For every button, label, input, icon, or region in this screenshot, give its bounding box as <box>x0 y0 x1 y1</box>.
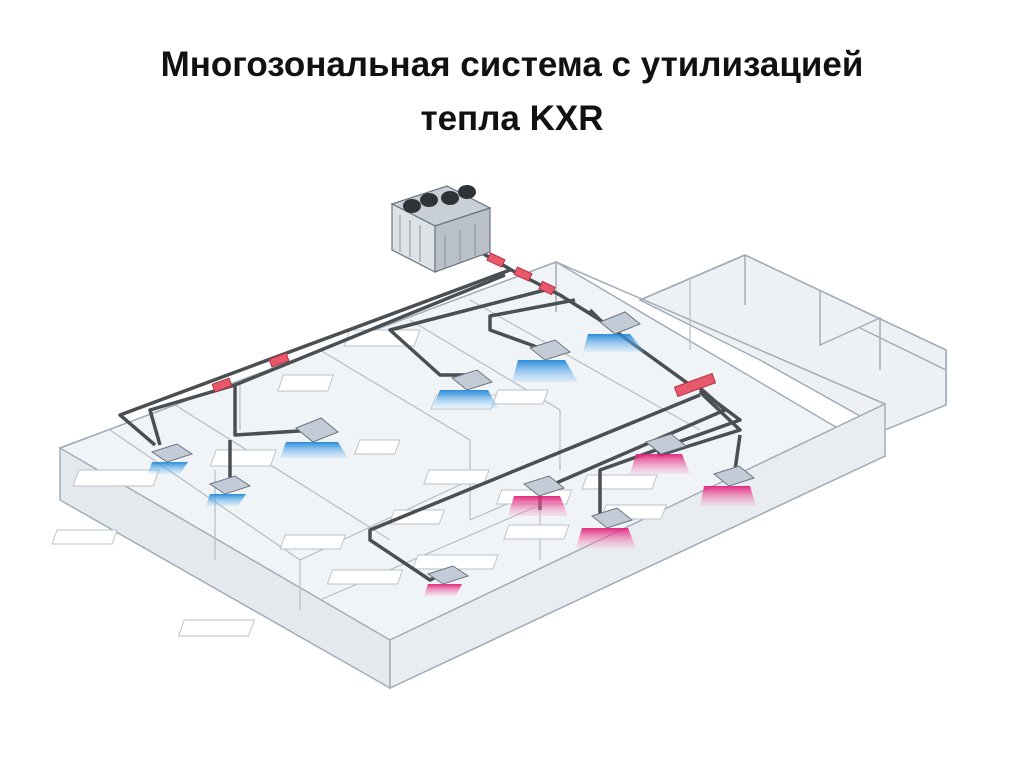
cassette-unit-icon <box>700 465 756 506</box>
cassette-unit-icon <box>206 475 252 506</box>
cassette-unit-icon <box>576 507 636 548</box>
cooling-units <box>148 311 645 506</box>
title-line-2: тепла KXR <box>420 99 604 138</box>
slide-title: Многозональная система с утилизацией теп… <box>0 38 1024 146</box>
cassette-unit-icon <box>148 443 194 474</box>
cassette-unit-icon <box>424 565 470 596</box>
heating-units <box>424 433 756 596</box>
cassette-unit-icon <box>630 433 690 474</box>
outdoor-unit-icon <box>390 185 492 273</box>
outer-walls <box>59 254 947 690</box>
cassette-unit-icon <box>512 339 578 382</box>
branch-selector-icon <box>211 252 717 398</box>
cassette-unit-icon <box>280 417 348 458</box>
cassette-unit-icon <box>508 475 568 516</box>
cassette-unit-icon <box>432 369 498 408</box>
title-line-1: Многозональная система с утилизацией <box>160 45 864 84</box>
cassette-unit-icon <box>583 311 645 352</box>
